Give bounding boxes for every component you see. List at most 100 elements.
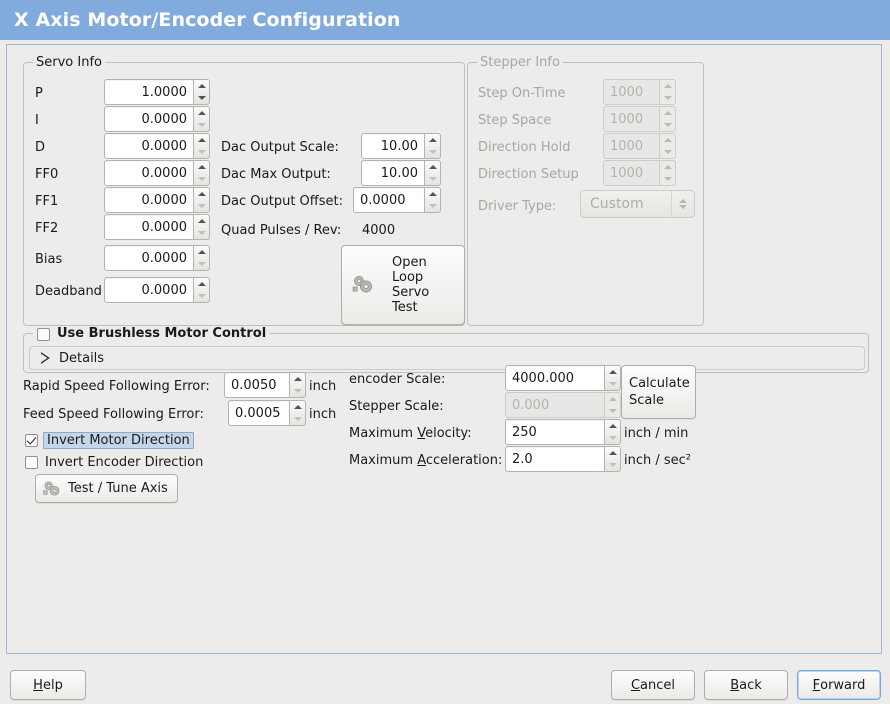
feed-following-error-spinner[interactable] [289, 400, 306, 426]
spin-down-icon[interactable] [425, 173, 440, 185]
servo-field-deadband-spinner[interactable] [193, 277, 210, 303]
spin-up-icon[interactable] [605, 447, 620, 459]
spin-down-icon[interactable] [194, 200, 209, 212]
dac-output-scale-value[interactable]: 10.00 [361, 133, 424, 159]
servo-field-ff2-value[interactable]: 0.0000 [104, 214, 193, 240]
spin-down-icon[interactable] [194, 173, 209, 185]
spin-down-icon[interactable] [605, 378, 620, 390]
spin-up-icon[interactable] [425, 161, 440, 173]
spin-up-icon[interactable] [194, 107, 209, 119]
use-brushless-motor-control-checkbox[interactable] [37, 327, 50, 341]
spin-down-icon[interactable] [194, 227, 209, 239]
spin-down-icon[interactable] [194, 92, 209, 104]
servo-field-label-bias: Bias [35, 252, 63, 267]
servo-field-ff2[interactable]: 0.0000 [104, 214, 210, 240]
servo-field-i-spinner[interactable] [193, 106, 210, 132]
dac-output-offset-spinner[interactable] [424, 187, 441, 213]
spin-up-icon[interactable] [605, 366, 620, 378]
spin-up-icon[interactable] [290, 373, 305, 385]
servo-field-ff0-value[interactable]: 0.0000 [104, 160, 193, 186]
invert-motor-direction-checkbox[interactable] [25, 434, 38, 447]
spin-up-icon[interactable] [194, 246, 209, 258]
servo-field-i[interactable]: 0.0000 [104, 106, 210, 132]
encoder-scale-value[interactable]: 4000.000 [505, 365, 604, 391]
maximum-acceleration-field[interactable]: 2.0 [505, 446, 621, 472]
servo-field-p-spinner[interactable] [193, 79, 210, 105]
spin-up-icon[interactable] [194, 80, 209, 92]
feed-following-error-field[interactable]: 0.0005 [228, 400, 306, 426]
spin-up-icon[interactable] [425, 134, 440, 146]
servo-field-p-value[interactable]: 1.0000 [104, 79, 193, 105]
servo-field-d[interactable]: 0.0000 [104, 133, 210, 159]
dac-output-offset-value[interactable]: 0.0000 [353, 187, 424, 213]
spin-up-icon[interactable] [425, 188, 440, 200]
servo-field-bias-value[interactable]: 0.0000 [104, 245, 193, 271]
feed-following-error-label: Feed Speed Following Error: [23, 407, 204, 422]
rapid-following-error-value[interactable]: 0.0050 [224, 372, 289, 398]
back-label-rest: ack [739, 677, 762, 693]
maximum-acceleration-value[interactable]: 2.0 [505, 446, 604, 472]
open-loop-servo-test-button[interactable]: Open Loop Servo Test [341, 245, 465, 325]
invert-motor-direction-row[interactable]: Invert Motor Direction [25, 432, 194, 449]
servo-field-deadband[interactable]: 0.0000 [104, 277, 210, 303]
servo-field-bias[interactable]: 0.0000 [104, 245, 210, 271]
dac-output-offset-field[interactable]: 0.0000 [353, 187, 441, 213]
maximum-acceleration-spinner[interactable] [604, 446, 621, 472]
invert-encoder-direction-row[interactable]: Invert Encoder Direction [25, 455, 203, 470]
spin-up-icon[interactable] [194, 278, 209, 290]
servo-field-i-value[interactable]: 0.0000 [104, 106, 193, 132]
rapid-following-error-field[interactable]: 0.0050 [224, 372, 306, 398]
feed-following-error-value[interactable]: 0.0005 [228, 400, 289, 426]
spin-down-icon[interactable] [290, 413, 305, 425]
step-space-spinner [659, 106, 676, 132]
servo-field-ff2-spinner[interactable] [193, 214, 210, 240]
servo-field-d-spinner[interactable] [193, 133, 210, 159]
test-tune-axis-button[interactable]: Test / Tune Axis [35, 474, 178, 503]
servo-field-ff0-spinner[interactable] [193, 160, 210, 186]
spin-up-icon[interactable] [290, 401, 305, 413]
encoder-scale-spinner[interactable] [604, 365, 621, 391]
spin-down-icon[interactable] [605, 459, 620, 471]
dac-max-output-value[interactable]: 10.00 [361, 160, 424, 186]
maximum-velocity-value[interactable]: 250 [505, 419, 604, 445]
spin-up-icon[interactable] [194, 188, 209, 200]
spin-up-icon[interactable] [194, 134, 209, 146]
servo-field-ff1[interactable]: 0.0000 [104, 187, 210, 213]
encoder-scale-field[interactable]: 4000.000 [505, 365, 621, 391]
maximum-velocity-field[interactable]: 250 [505, 419, 621, 445]
dac-max-output-field[interactable]: 10.00 [361, 160, 441, 186]
spin-down-icon[interactable] [194, 258, 209, 270]
spin-up-icon[interactable] [605, 420, 620, 432]
rapid-following-error-spinner[interactable] [289, 372, 306, 398]
servo-field-bias-spinner[interactable] [193, 245, 210, 271]
servo-field-ff1-value[interactable]: 0.0000 [104, 187, 193, 213]
spin-down-icon[interactable] [290, 385, 305, 397]
chevron-right-icon[interactable] [41, 352, 50, 364]
maximum-acceleration-unit: inch / sec² [624, 453, 692, 468]
spin-down-icon[interactable] [425, 200, 440, 212]
open-loop-line-1: Open [392, 255, 427, 270]
servo-field-d-value[interactable]: 0.0000 [104, 133, 193, 159]
invert-encoder-direction-checkbox[interactable] [25, 456, 38, 469]
dac-output-scale-field[interactable]: 10.00 [361, 133, 441, 159]
dac-output-scale-spinner[interactable] [424, 133, 441, 159]
servo-field-deadband-value[interactable]: 0.0000 [104, 277, 193, 303]
calculate-scale-button[interactable]: Calculate Scale [621, 365, 696, 419]
servo-field-p[interactable]: 1.0000 [104, 79, 210, 105]
servo-field-ff1-spinner[interactable] [193, 187, 210, 213]
spin-up-icon[interactable] [194, 161, 209, 173]
spin-down-icon[interactable] [194, 119, 209, 131]
spin-down-icon[interactable] [194, 290, 209, 302]
dac-max-output-spinner[interactable] [424, 160, 441, 186]
maximum-velocity-spinner[interactable] [604, 419, 621, 445]
details-expander[interactable]: Details [29, 346, 865, 370]
spin-up-icon[interactable] [194, 215, 209, 227]
spin-down-icon[interactable] [425, 146, 440, 158]
spin-down-icon[interactable] [194, 146, 209, 158]
spin-down-icon[interactable] [605, 432, 620, 444]
servo-field-ff0[interactable]: 0.0000 [104, 160, 210, 186]
